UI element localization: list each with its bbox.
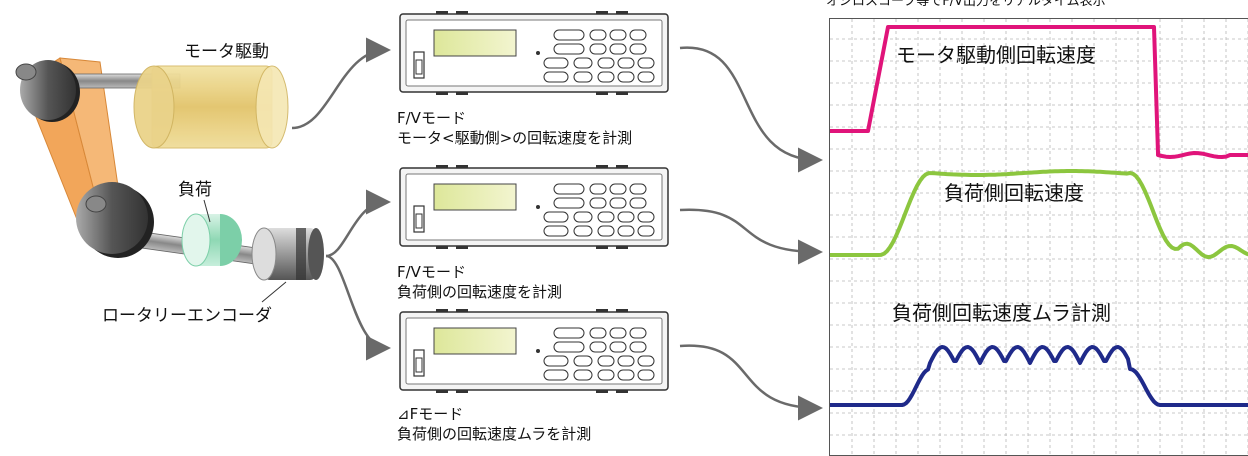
arrow-to-device-2: [325, 189, 391, 258]
motor: [133, 65, 289, 149]
device-2-mode: F/Vモード: [397, 263, 466, 281]
device-1-description: モータ<駆動側>の回転速度を計測: [397, 129, 633, 147]
motor-drive-label: モータ駆動: [184, 42, 269, 62]
trace-motor-speed: [830, 25, 1248, 159]
rotary-encoder-label: ロータリーエンコーダ: [102, 306, 272, 326]
arrow-to-device-3: [325, 254, 391, 361]
drive-pulley: [15, 60, 80, 122]
scope-caption: オシロスコープ等でF/V出力をリアルタイム表示: [826, 0, 1106, 9]
load-label: 負荷: [178, 180, 212, 200]
load-coupling: [181, 213, 242, 267]
measurement-device-3: [399, 308, 669, 394]
rotary-encoder: [251, 227, 324, 281]
measurement-device-2: [399, 164, 669, 250]
device-2-description: 負荷側の回転速度を計測: [397, 283, 563, 301]
driven-pulley: [76, 182, 154, 258]
scope-grid: [830, 19, 1248, 455]
device-1-mode: F/Vモード: [397, 109, 466, 127]
arrow-to-device-1: [291, 37, 391, 130]
output-arrows: [679, 46, 823, 421]
device-3-mode: ⊿Fモード: [397, 405, 464, 423]
input-arrows: [291, 37, 391, 361]
trace-label-motor: モータ駆動側回転速度: [896, 43, 1096, 67]
device-3-description: 負荷側の回転速度ムラを計測: [397, 425, 592, 443]
arrow-to-scope-1: [679, 46, 823, 173]
oscilloscope-display: モータ駆動側回転速度 負荷側回転速度 負荷側回転速度ムラ計測: [829, 18, 1248, 456]
arrow-to-scope-3: [679, 344, 823, 421]
measurement-device-1: [399, 10, 669, 96]
scope-plot: [830, 19, 1248, 455]
mechanical-system: [15, 57, 324, 303]
trace-label-ripple: 負荷側回転速度ムラ計測: [892, 301, 1111, 325]
trace-load-ripple: [830, 345, 1248, 407]
trace-label-load: 負荷側回転速度: [944, 181, 1084, 205]
trace-load-speed: [830, 169, 1248, 260]
arrow-to-scope-2: [679, 208, 823, 265]
